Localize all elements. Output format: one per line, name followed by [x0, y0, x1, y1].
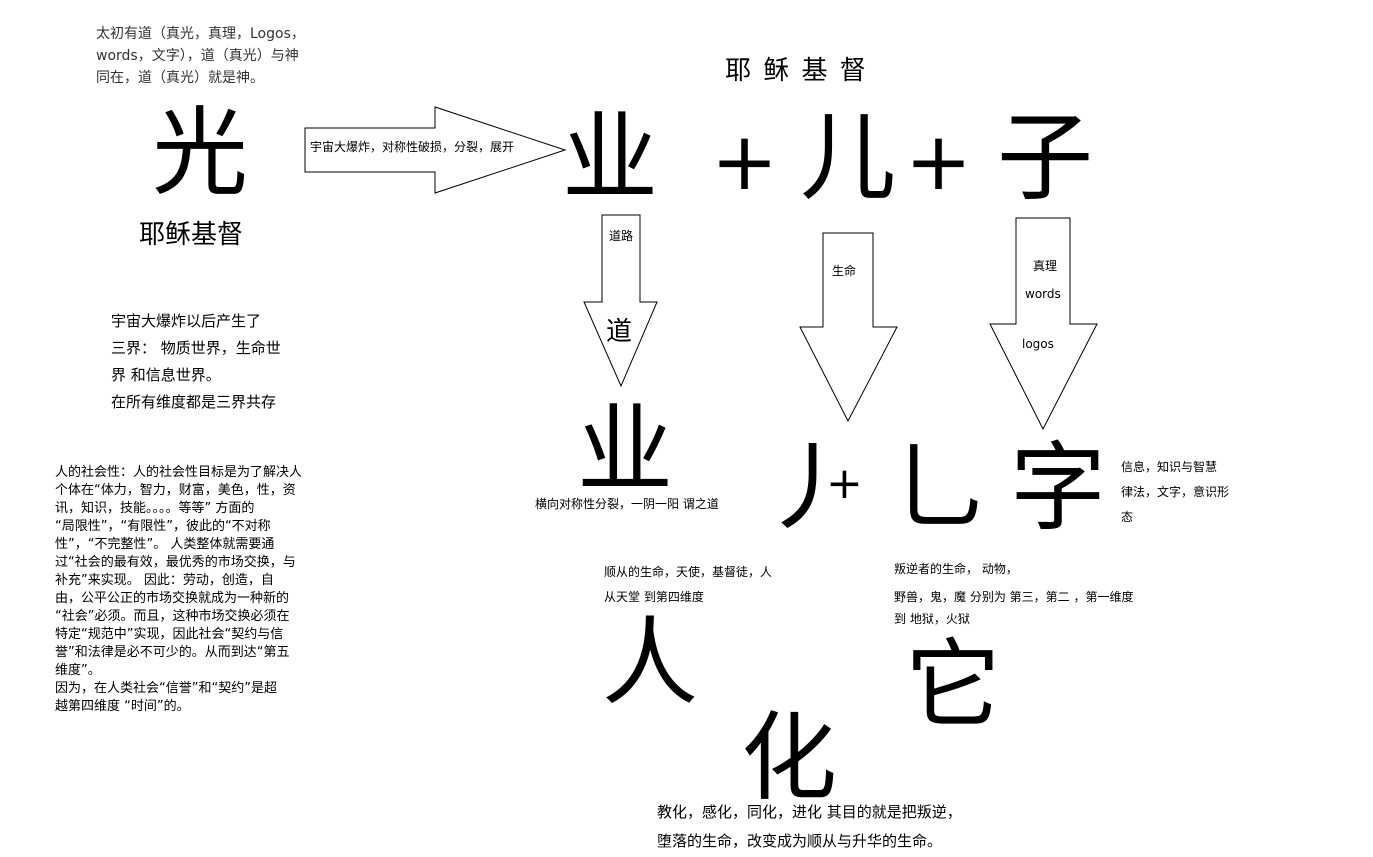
arrow-label-words: words — [1025, 287, 1061, 301]
big-arrow-label: 宇宙大爆炸，对称性破损，分裂，展开 — [310, 140, 515, 154]
plus-sign-2: + — [905, 115, 973, 208]
down-arrow-right — [989, 217, 1098, 431]
zi-caption: 信息，知识与智慧 律法，文字，意识形 态 — [1121, 460, 1230, 524]
char-ren: 人 — [602, 607, 698, 719]
rebel-text-1: 叛逆者的生命， 动物， — [894, 562, 1018, 576]
stroke-pie: 丿 — [760, 432, 856, 544]
down-arrow-middle — [799, 232, 898, 423]
big-right-arrow — [304, 106, 567, 194]
char-ye-top: 业 — [562, 102, 658, 214]
arrow-label-life: 生命 — [832, 264, 857, 278]
char-zi-middle: 字 — [1010, 432, 1106, 544]
arrow-inner-dao: 道 — [606, 317, 633, 347]
obedient-text: 顺从的生命，天使，基督徒，人 从天堂 到第四维度 — [604, 565, 773, 604]
bottom-text: 教化，感化，同化，进化 其目的就是把叛逆， 堕落的生命，改变成为顺从与升华的生命… — [657, 803, 962, 850]
title-jesus-christ: 耶 稣 基 督 — [725, 56, 868, 86]
light-char: 光 — [152, 97, 248, 209]
char-hua: 化 — [741, 702, 837, 814]
social-text: 人的社会性：人的社会性目标是为了解决人 个体在“体力，智力，财富，美色，性，资 … — [55, 465, 303, 714]
plus-sign-1: + — [711, 115, 779, 208]
rebel-text-2: 野兽，鬼，魔 分别为 第三，第二 ，第一维度 到 地狱，火狱 — [894, 590, 1134, 626]
intro-text: 太初有道（真光，真理，Logos， words，文字），道（真光）与神 同在，道… — [96, 26, 305, 86]
down-arrow-left — [583, 214, 658, 388]
char-zi-top: 子 — [997, 102, 1093, 214]
plus-sign-small: + — [826, 458, 863, 509]
light-caption: 耶稣基督 — [139, 220, 244, 250]
arrow-label-truth: 真理 — [1033, 259, 1058, 273]
ye-caption: 横向对称性分裂，一阴一阳 谓之道 — [535, 497, 719, 511]
three-worlds-text: 宇宙大爆炸以后产生了 三界： 物质世界，生命世 界 和信息世界。 在所有维度都是… — [111, 312, 281, 411]
arrow-label-road: 道路 — [609, 229, 634, 243]
char-ta: 它 — [905, 629, 1001, 741]
stroke-yi: 乚 — [892, 432, 988, 544]
arrow-label-logos: logos — [1022, 337, 1054, 351]
char-er: 儿 — [800, 102, 896, 214]
char-ye-middle: 业 — [577, 394, 673, 506]
